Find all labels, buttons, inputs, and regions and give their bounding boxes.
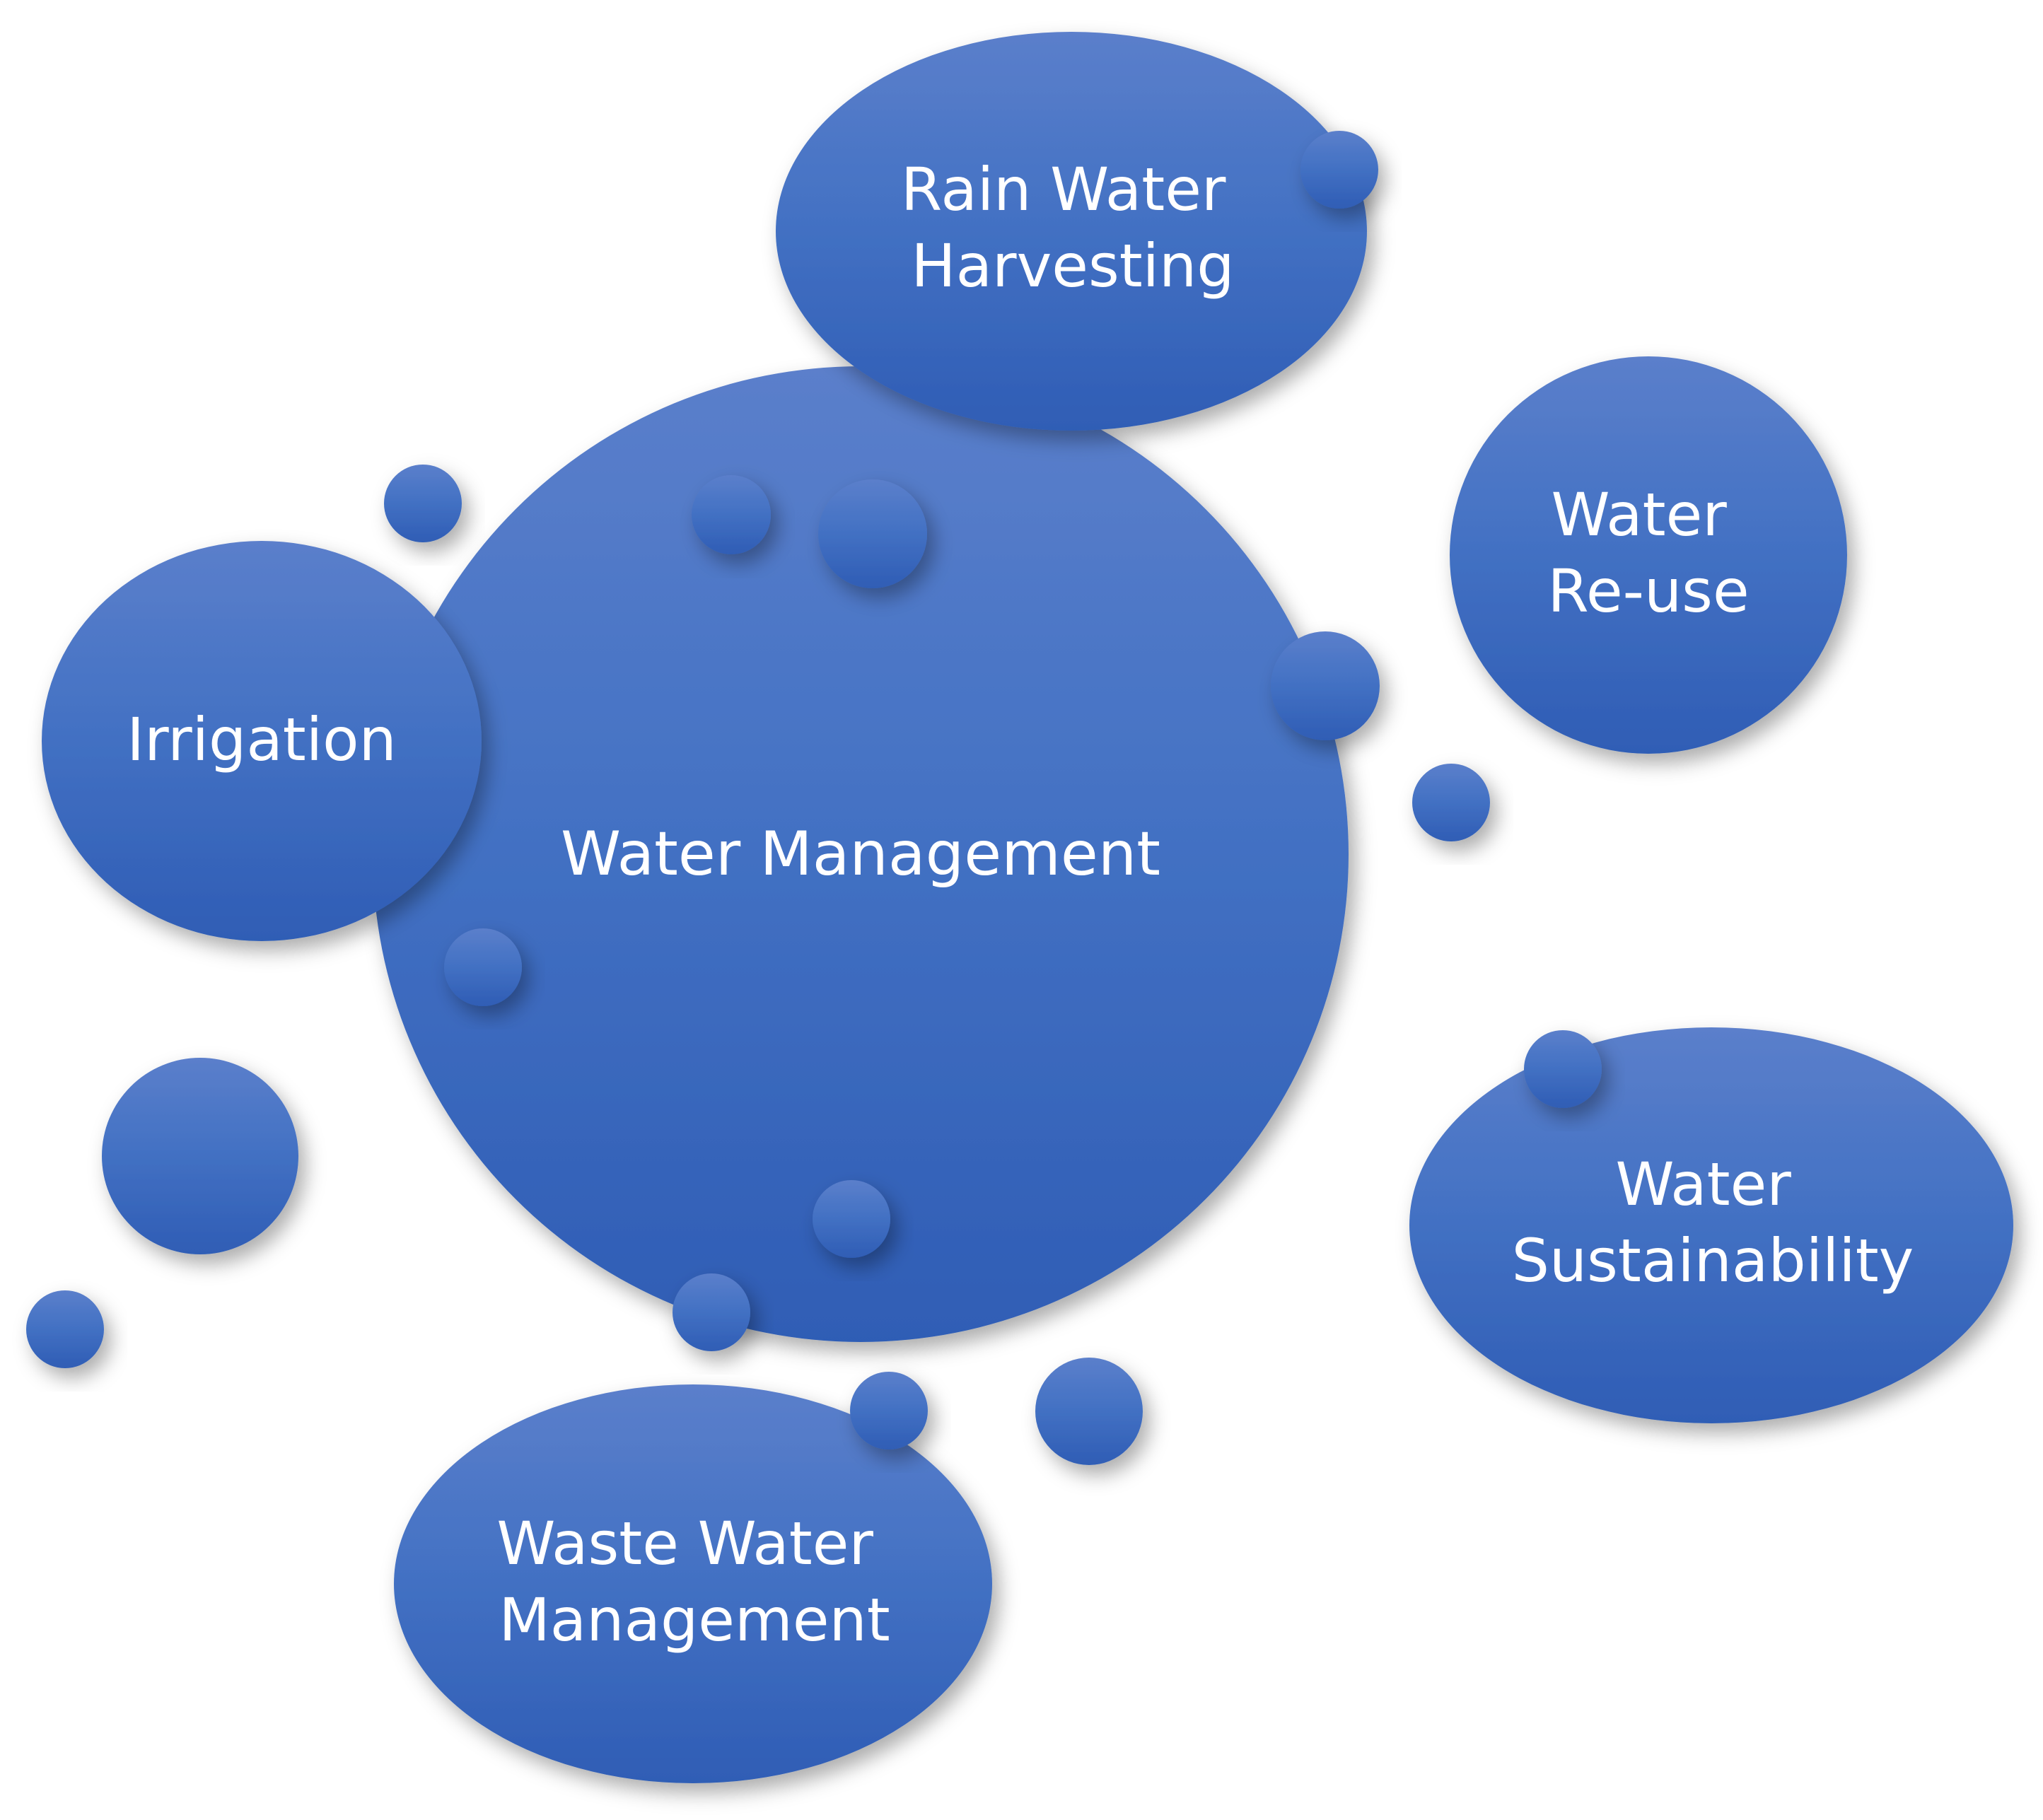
topic-bubble-waste-water-management: Waste Water Management [394,1384,992,1783]
droplet [1300,131,1378,209]
droplet [1412,764,1490,841]
topic-label-rain-water-harvesting: Rain Water Harvesting [901,155,1245,301]
droplet [1035,1358,1143,1465]
droplet [692,475,771,554]
topic-bubble-irrigation: Irrigation [42,541,482,941]
decorative-droplets [26,131,1602,1465]
droplet [850,1372,928,1449]
droplet [673,1273,750,1351]
droplet [1524,1030,1602,1108]
topic-bubble-water-reuse: Water Re-use [1450,356,1847,754]
droplet [1271,631,1380,740]
topic-label-water-sustainability: Water Sustainability [1512,1150,1914,1295]
droplet [444,928,522,1006]
topic-bubble-water-sustainability: Water Sustainability [1409,1027,2013,1423]
topic-label-irrigation: Irrigation [127,705,396,774]
center-bubble: Water Management [373,366,1349,1342]
center-bubble-label: Water Management [561,819,1160,889]
droplet [813,1180,890,1258]
droplet [818,479,927,588]
droplet [102,1058,298,1254]
topic-bubble-rain-water-harvesting: Rain Water Harvesting [776,32,1367,431]
droplet [384,465,462,542]
topic-label-waste-water-management: Waste Water Management [496,1509,892,1655]
droplet [26,1290,104,1368]
topic-label-water-reuse: Water Re-use [1547,480,1749,626]
